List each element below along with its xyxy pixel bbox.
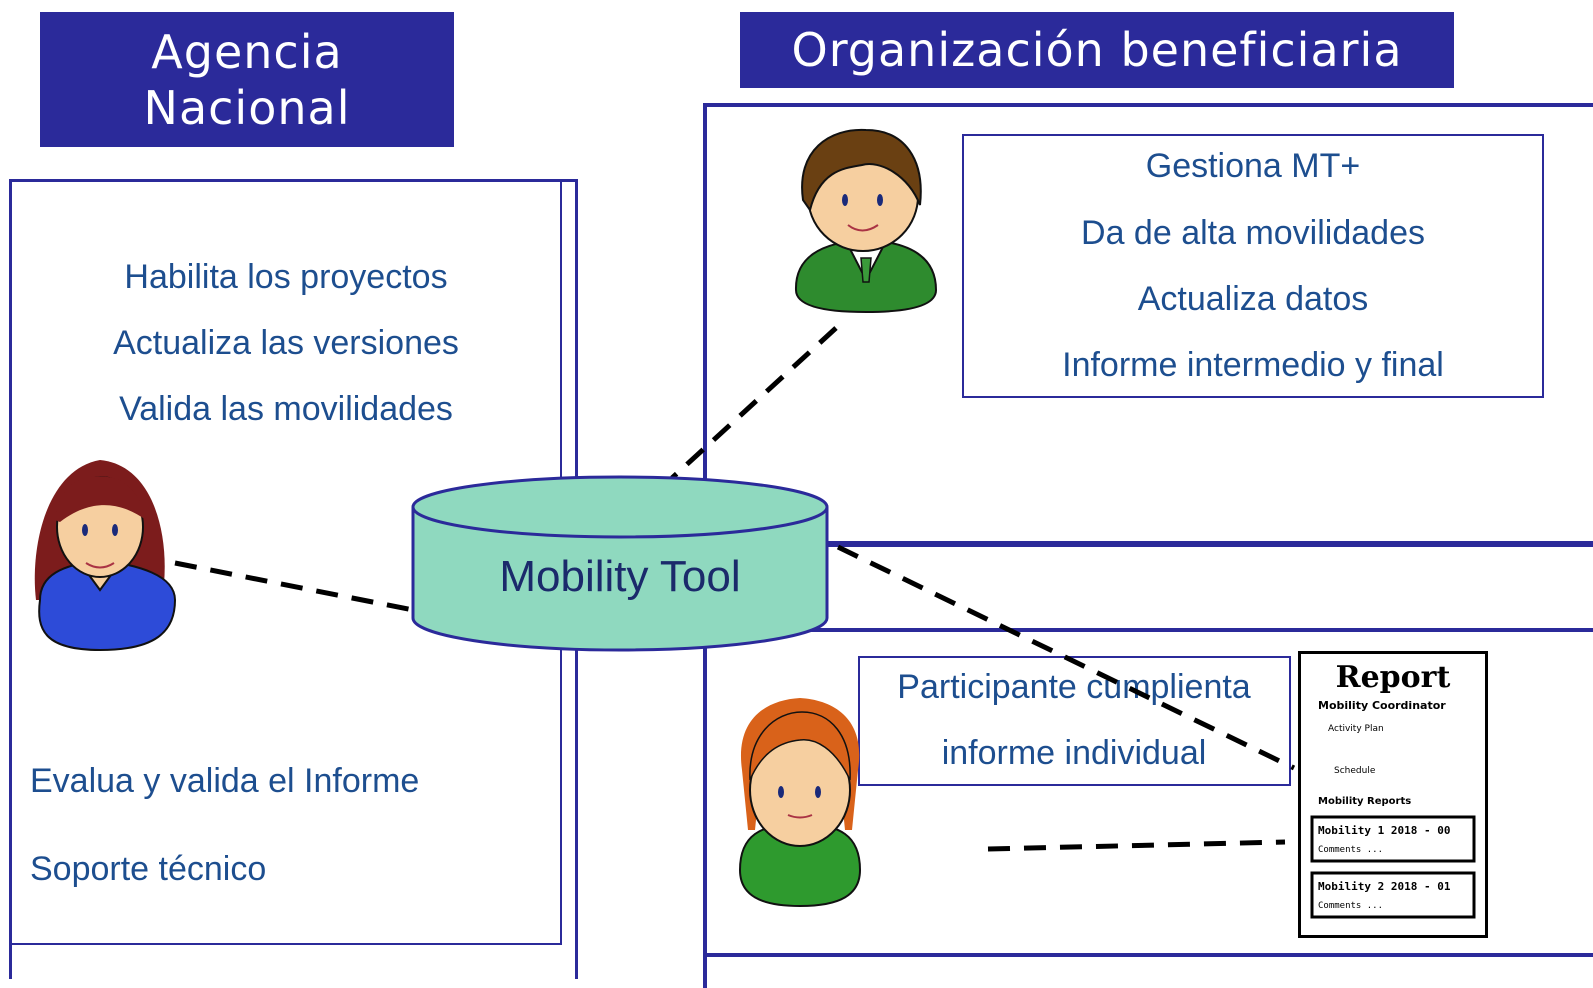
participant-line-2: informe individual	[941, 734, 1207, 772]
beneficiary-tasks-box	[962, 134, 1544, 398]
woman-avatar-icon	[34, 460, 177, 652]
report-line-4: Mobility Reports	[1318, 796, 1411, 807]
agency-task-3: Valida las movilidades	[119, 390, 453, 428]
beneficiary-task-3: Actualiza datos	[1137, 280, 1369, 318]
agency-title-line-1: Agencia	[151, 24, 343, 79]
connector-girl-report	[987, 839, 1286, 852]
report-line-5: Mobility 1 2018 - 00	[1318, 824, 1450, 837]
report-line-7: Mobility 2 2018 - 01	[1318, 880, 1451, 893]
agency-header: Agencia Nacional	[40, 12, 454, 147]
beneficiary-task-2: Da de alta movilidades	[1081, 214, 1425, 252]
beneficiary-task-4: Informe intermedio y final	[1062, 346, 1444, 384]
report-line-2: Activity Plan	[1328, 724, 1384, 734]
report-line-1: Mobility Coordinator	[1318, 699, 1446, 712]
participant-box	[858, 656, 1291, 786]
agency-task-2: Actualiza las versiones	[113, 324, 459, 362]
beneficiary-task-1: Gestiona MT+	[1145, 147, 1361, 185]
report-line-6: Comments ...	[1318, 845, 1383, 855]
beneficiary-frame-divider	[828, 543, 1593, 547]
connector-man-db	[670, 326, 838, 480]
agency-support-2: Soporte técnico	[30, 850, 267, 888]
man-avatar-icon	[794, 128, 938, 314]
report-document-graphic: Report Mobility Coordinator Activity Pla…	[1298, 651, 1488, 938]
agency-task-1: Habilita los proyectos	[124, 258, 448, 296]
database-label: Mobility Tool	[499, 552, 741, 601]
beneficiary-header: Organización beneficiaria	[740, 12, 1454, 88]
beneficiary-frame-bottom-edge	[703, 953, 1593, 957]
report-line-3: Schedule	[1334, 766, 1376, 776]
beneficiary-frame-bottom	[703, 628, 1593, 988]
girl-avatar-icon	[738, 698, 862, 908]
agency-support-1: Evalua y valida el Informe	[30, 762, 420, 800]
report-title: Report	[1336, 660, 1451, 695]
agency-title-line-2: Nacional	[143, 80, 351, 135]
report-line-8: Comments ...	[1318, 901, 1383, 911]
connector-woman-db	[174, 560, 414, 613]
connector-db-report	[836, 544, 1296, 771]
database-cylinder-icon	[411, 475, 829, 652]
beneficiary-title: Organización beneficiaria	[791, 23, 1403, 77]
report-document-icon: Report Mobility Coordinator Activity Pla…	[1298, 651, 1488, 938]
participant-line-1: Participante cumplienta	[897, 668, 1251, 706]
